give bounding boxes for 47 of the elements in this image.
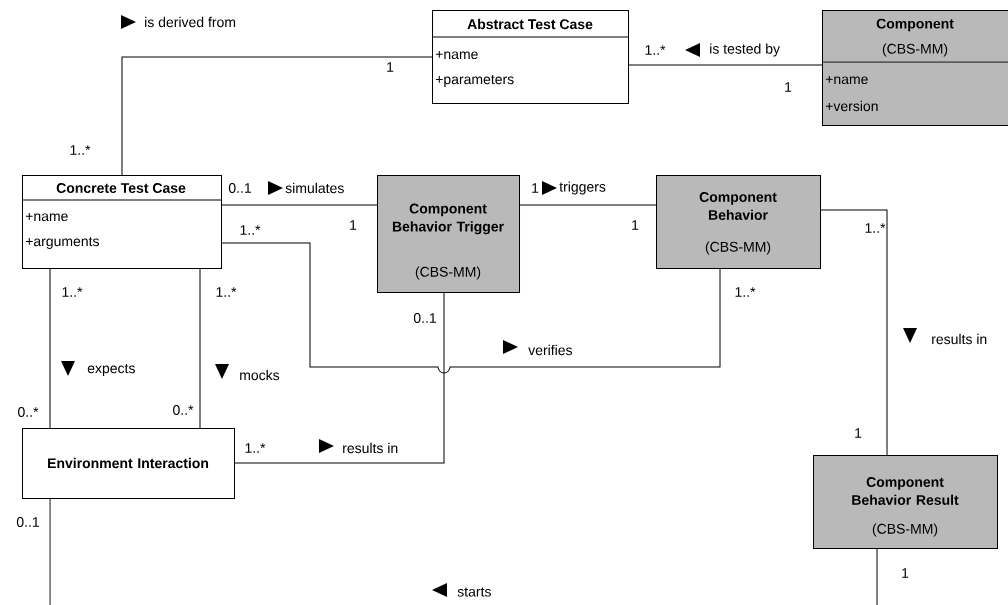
edge-label: mocks: [238, 368, 281, 382]
multiplicity-label: 1: [902, 568, 909, 578]
multiplicity-label: 1: [387, 62, 394, 72]
edge-label: expects: [86, 363, 137, 377]
multiplicity-label: 1: [785, 82, 792, 92]
multiplicity-label: 1..*: [240, 225, 261, 235]
multiplicity-label: 0..1: [228, 183, 251, 193]
multiplicity-label: 1: [632, 220, 639, 230]
edge-label: verifies: [527, 343, 574, 357]
association-line: [234, 292, 445, 464]
association-line: [628, 64, 823, 66]
edge-label: starts: [456, 586, 493, 598]
multiplicity-label: 0..1: [16, 517, 39, 527]
multiplicity-label: 1..*: [245, 443, 266, 453]
multiplicity-label: 0..*: [18, 407, 39, 417]
association-line: [49, 498, 878, 605]
edge-label: results in: [930, 332, 989, 346]
multiplicity-label: 1: [855, 428, 862, 438]
edge-label: is tested by: [708, 42, 782, 58]
multiplicity-label: 0..*: [173, 405, 194, 415]
multiplicity-label: 1..*: [865, 223, 886, 233]
multiplicity-label: 1: [532, 183, 539, 193]
multiplicity-label: 1..*: [216, 287, 237, 297]
multiplicity-label: 1: [350, 220, 357, 230]
association-line: [519, 204, 657, 206]
multiplicity-label: 1..*: [735, 287, 756, 297]
class-box: Abstract Test Case +name +parameters: [431, 10, 629, 104]
class-box: Concrete Test Case +name +arguments: [21, 175, 222, 269]
class-box: Component Behavior (CBS-MM): [656, 175, 821, 269]
edge-label: simulates: [284, 181, 346, 195]
multiplicity-label: 0..1: [413, 313, 436, 323]
association-line: [49, 268, 51, 429]
multiplicity-label: 1..*: [645, 45, 666, 55]
edge-label: is derived from: [143, 15, 237, 29]
edge-label: results in: [341, 441, 400, 455]
association-line: [221, 242, 721, 374]
association-line: [221, 204, 378, 206]
edge-label: triggers: [558, 180, 607, 196]
association-line: [820, 209, 888, 456]
association-line: [199, 268, 201, 429]
multiplicity-label: 1..*: [70, 145, 91, 155]
multiplicity-label: 1..*: [62, 287, 83, 297]
class-box: Component Behavior Result (CBS-MM): [813, 455, 998, 549]
class-box: Environment Interaction: [22, 428, 235, 499]
class-box: Component Behavior Trigger (CBS-MM): [377, 175, 520, 293]
association-line: [121, 56, 433, 176]
class-box: Component (CBS-MM) +name +version: [821, 10, 1008, 126]
